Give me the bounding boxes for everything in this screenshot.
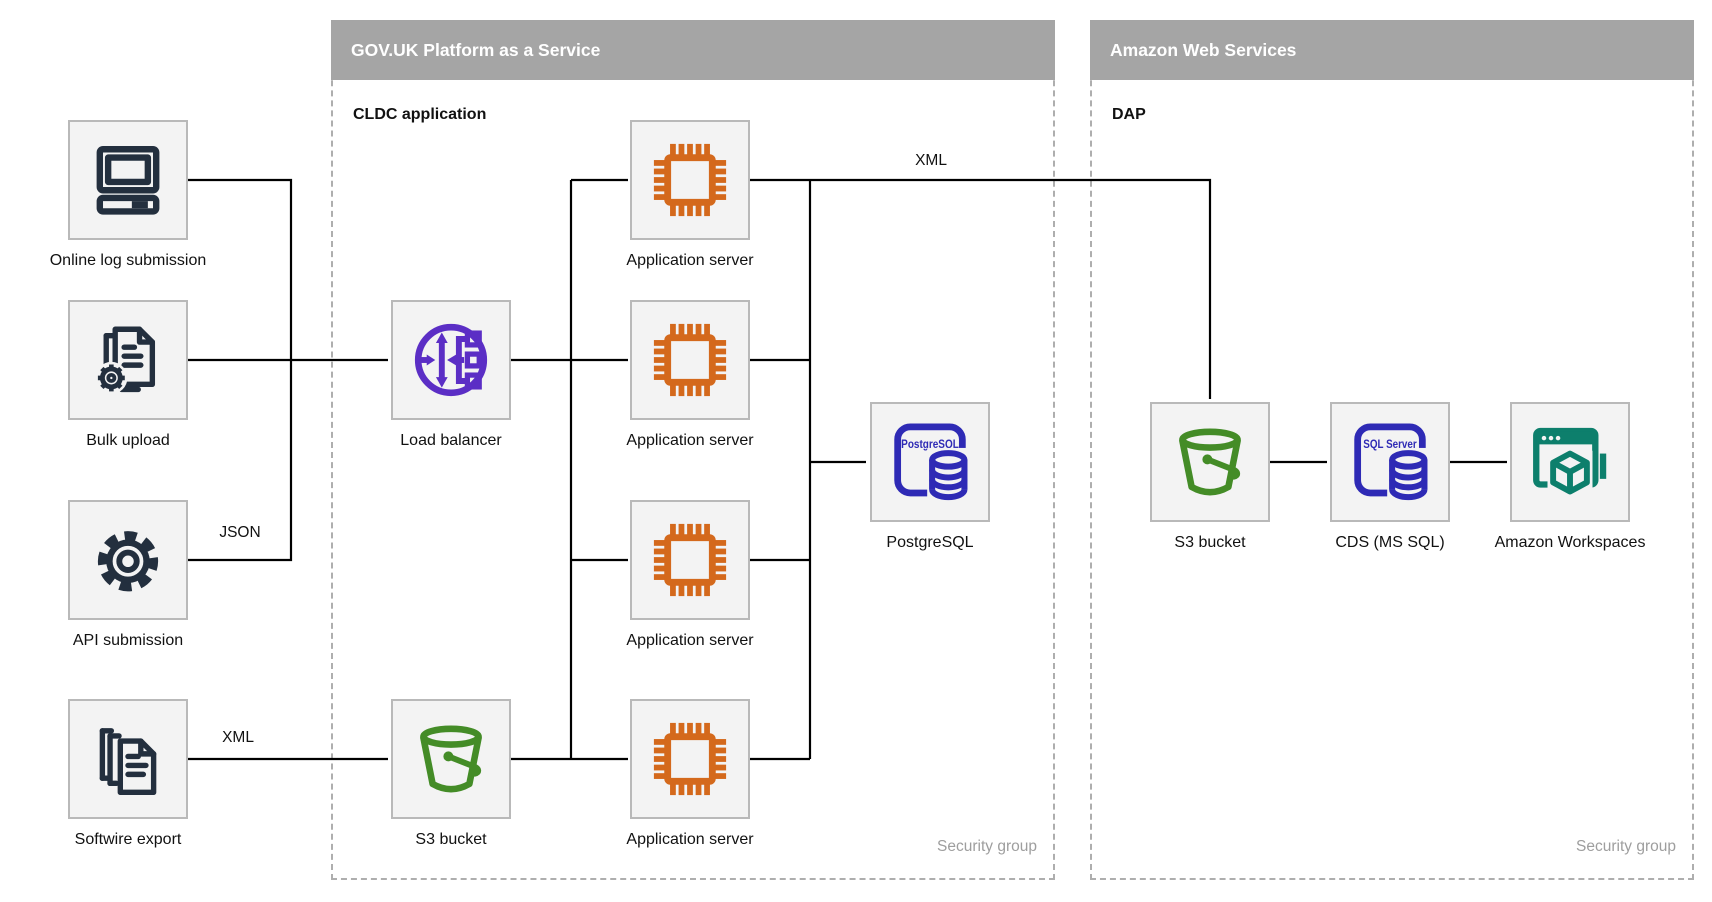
desktop-computer-icon bbox=[96, 146, 160, 215]
node-label-cds-mssql: CDS (MS SQL) bbox=[1335, 534, 1445, 551]
container-aws-security-group-label: Security group bbox=[1576, 838, 1676, 855]
node-label-online-log-submission: Online log submission bbox=[49, 252, 207, 269]
document-gear-icon bbox=[95, 326, 156, 394]
container-govuk-security-group-label: Security group bbox=[937, 838, 1037, 855]
node-label-app-server-2: Application server bbox=[626, 432, 754, 449]
chip-icon bbox=[653, 323, 727, 397]
documents-stack-icon bbox=[99, 728, 157, 796]
gear-icon bbox=[97, 531, 159, 592]
edge-label-xml-aws: XML bbox=[915, 152, 947, 169]
node-label-app-server-1: Application server bbox=[626, 252, 754, 269]
node-label-app-server-3: Application server bbox=[626, 632, 754, 649]
edge-label-json: JSON bbox=[219, 524, 261, 541]
node-cds-mssql: SQL Server bbox=[1330, 402, 1450, 522]
container-govuk-sublabel: CLDC application bbox=[353, 106, 487, 123]
edge-label-xml-softwire: XML bbox=[222, 729, 254, 746]
container-aws-sublabel: DAP bbox=[1112, 106, 1146, 123]
node-app-server-2 bbox=[630, 300, 750, 420]
container-aws: Amazon Web Services DAP Security group bbox=[1090, 20, 1694, 880]
node-label-postgresql: PostgreSQL bbox=[886, 534, 974, 551]
node-postgresql: PostgreSQL bbox=[870, 402, 990, 522]
s3-bucket-icon bbox=[420, 725, 482, 793]
node-s3-bucket-govuk bbox=[391, 699, 511, 819]
node-label-s3-bucket-aws: S3 bucket bbox=[1174, 534, 1246, 551]
node-app-server-1 bbox=[630, 120, 750, 240]
sql-server-database-icon: SQL Server bbox=[1354, 423, 1434, 502]
chip-icon bbox=[653, 523, 727, 597]
node-label-load-balancer: Load balancer bbox=[400, 432, 502, 449]
node-label-api-submission: API submission bbox=[72, 632, 184, 649]
chip-icon bbox=[653, 143, 727, 217]
node-label-bulk-upload: Bulk upload bbox=[86, 432, 170, 449]
node-online-log-submission bbox=[68, 120, 188, 240]
container-aws-header: Amazon Web Services bbox=[1090, 20, 1694, 80]
node-app-server-3 bbox=[630, 500, 750, 620]
container-govuk-header: GOV.UK Platform as a Service bbox=[331, 20, 1055, 80]
node-label-amazon-workspaces: Amazon Workspaces bbox=[1494, 534, 1646, 551]
node-bulk-upload bbox=[68, 300, 188, 420]
postgresql-icon-text: PostgreSQL bbox=[901, 437, 959, 451]
sql-server-icon-text: SQL Server bbox=[1363, 437, 1417, 451]
edge-xml-to-aws-s3 bbox=[810, 178, 1212, 399]
container-govuk-paas: GOV.UK Platform as a Service CLDC applic… bbox=[331, 20, 1055, 880]
node-s3-bucket-aws bbox=[1150, 402, 1270, 522]
load-balancer-icon bbox=[414, 323, 488, 397]
node-label-s3-bucket-govuk: S3 bucket bbox=[415, 831, 487, 848]
node-amazon-workspaces bbox=[1510, 402, 1630, 522]
postgresql-database-icon: PostgreSQL bbox=[894, 423, 974, 502]
workspaces-browser-cube-icon bbox=[1533, 427, 1607, 498]
node-load-balancer bbox=[391, 300, 511, 420]
s3-bucket-icon bbox=[1179, 428, 1241, 496]
chip-icon bbox=[653, 722, 727, 796]
node-softwire-export bbox=[68, 699, 188, 819]
node-label-softwire-export: Softwire export bbox=[74, 831, 182, 848]
edge-sources-joiner bbox=[188, 178, 293, 562]
node-label-app-server-4: Application server bbox=[626, 831, 754, 848]
node-app-server-4 bbox=[630, 699, 750, 819]
node-api-submission bbox=[68, 500, 188, 620]
